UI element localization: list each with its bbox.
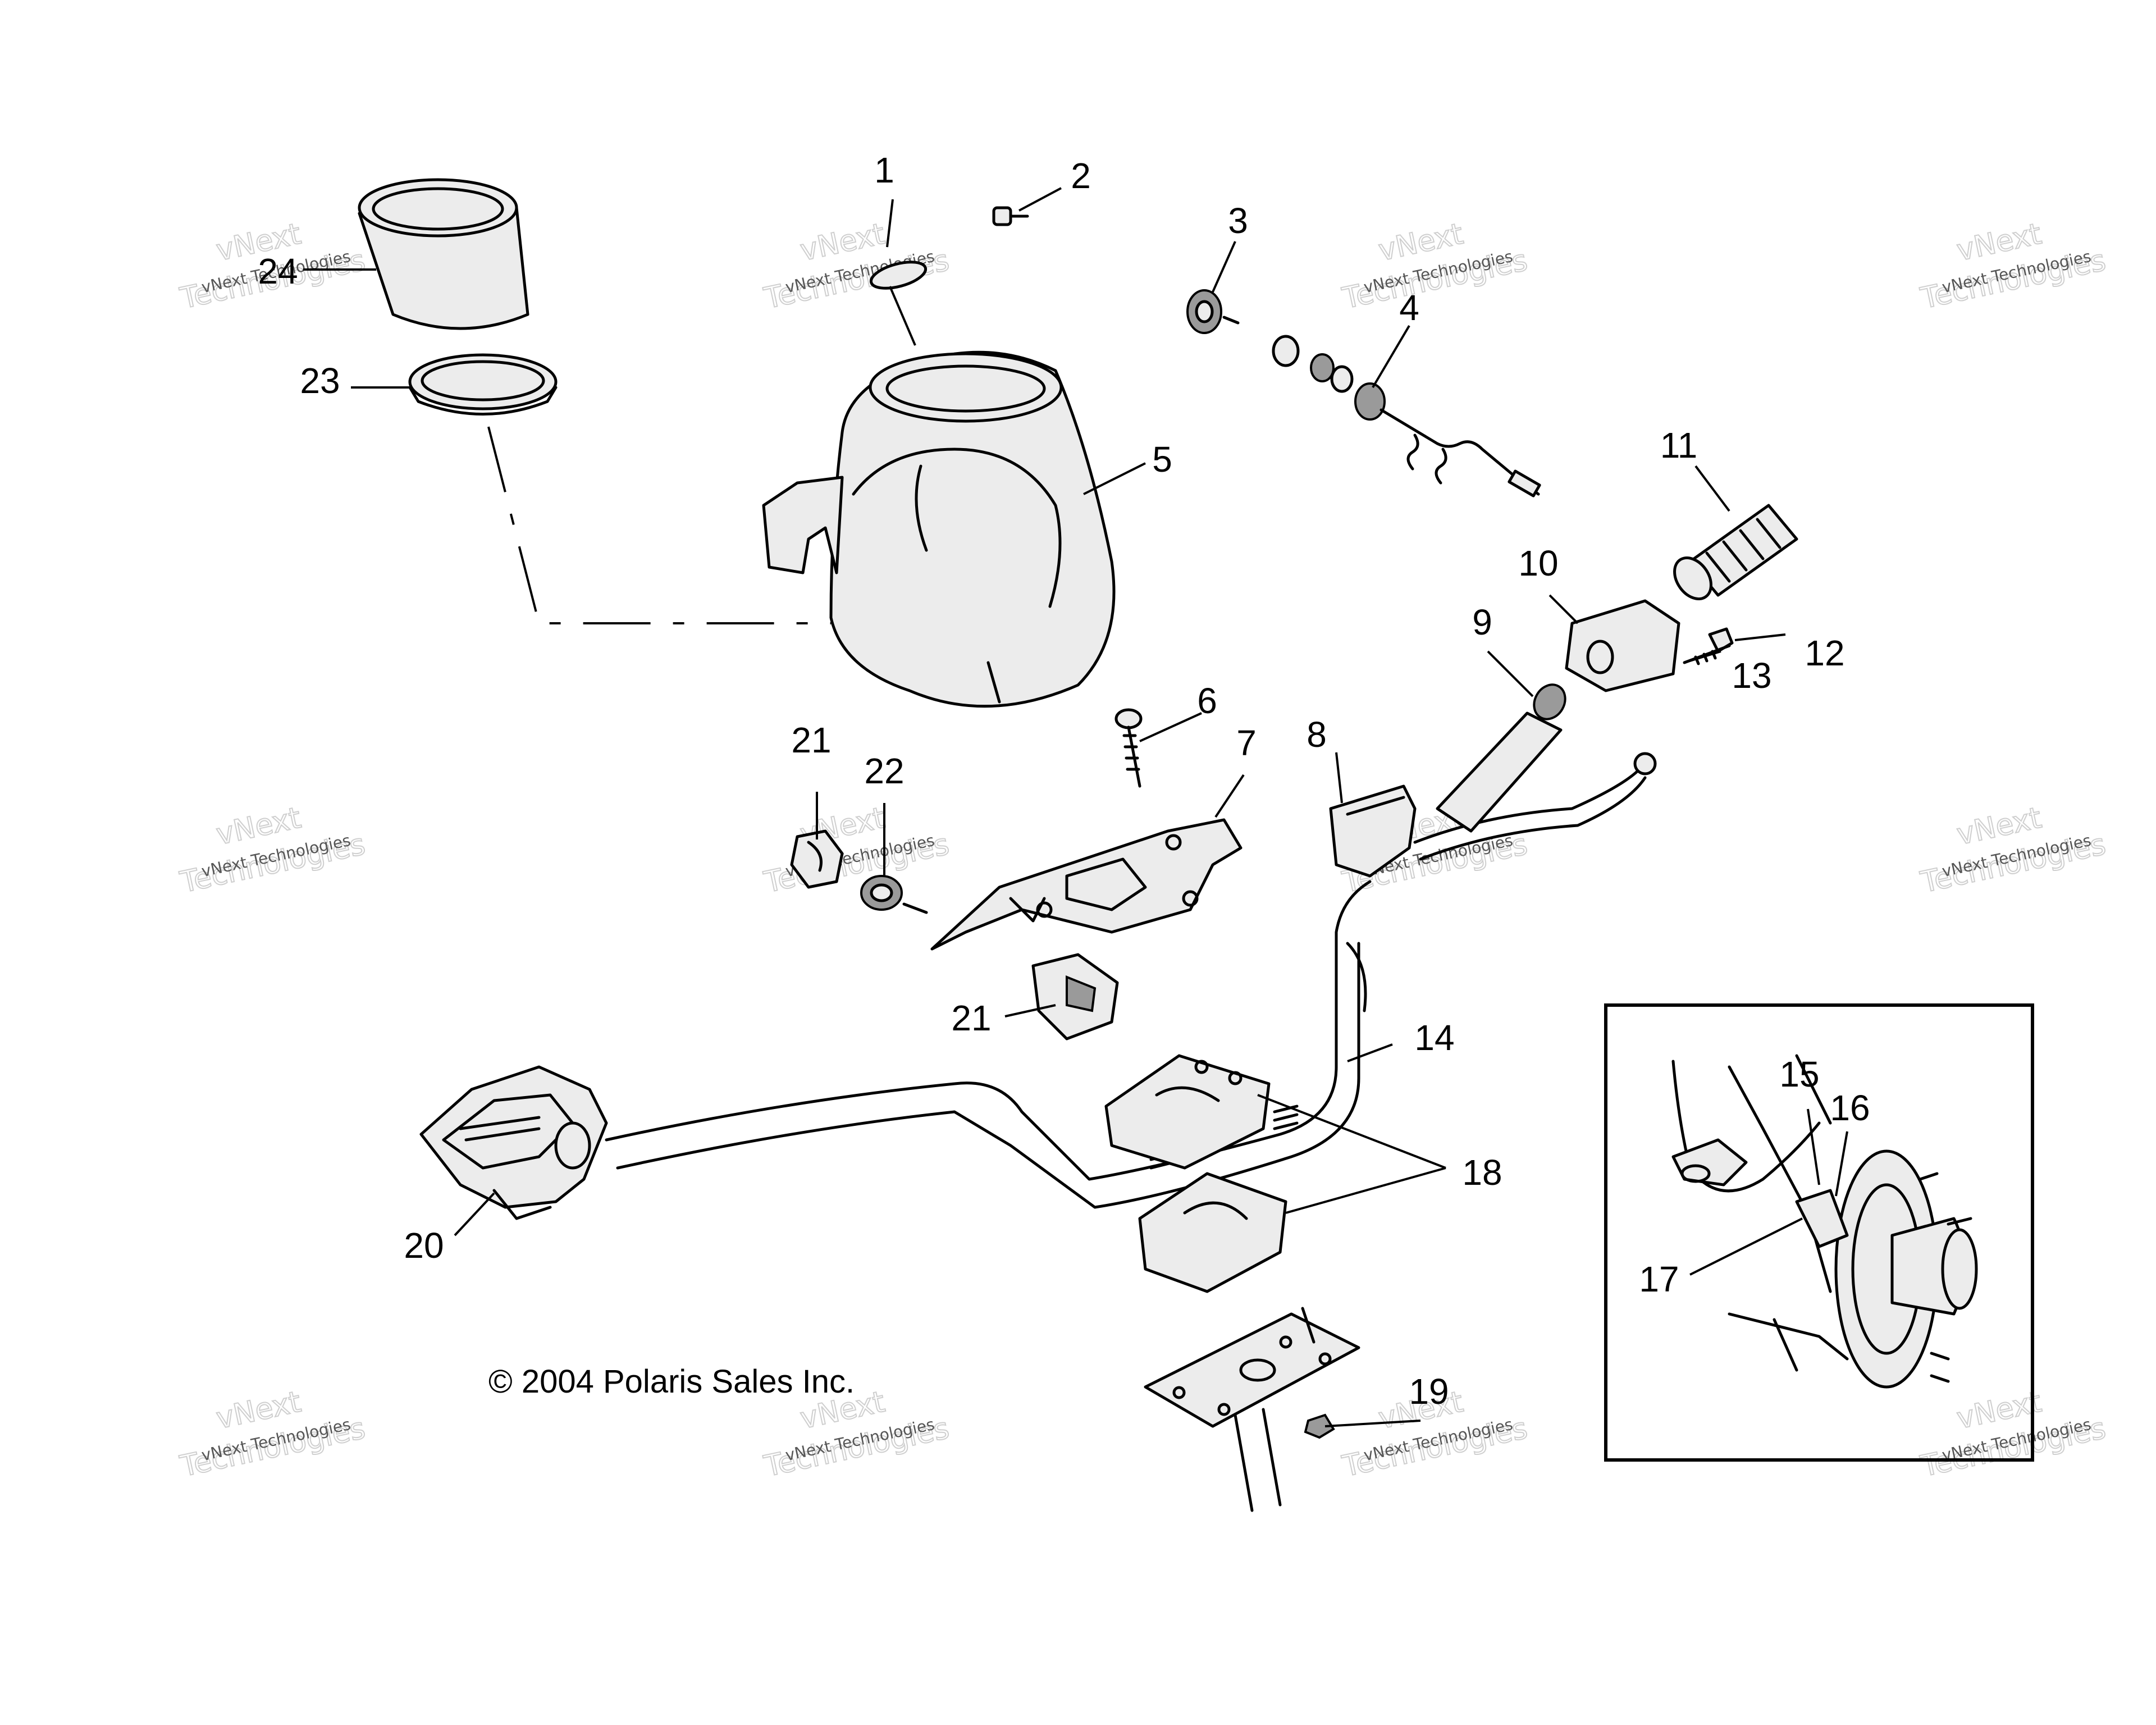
callout-14: 14 <box>1414 1017 1454 1058</box>
part-8-master-cylinder <box>1329 752 1657 878</box>
callout-3: 3 <box>1228 200 1248 241</box>
callout-4: 4 <box>1399 288 1419 328</box>
watermark-bottom-left: vNext Technologies vNext Technologies <box>176 1385 368 1485</box>
callout-6: 6 <box>1197 681 1217 721</box>
part-10-throttle-housing <box>1565 599 1680 692</box>
callout-9: 9 <box>1472 602 1492 642</box>
part-14-handlebar <box>605 880 1372 1209</box>
part-21-switch-upper <box>790 829 844 889</box>
part-20-control-housing <box>419 1065 608 1220</box>
watermark-mid-right: vNext Technologies vNext Technologies <box>1917 801 2109 901</box>
part-1-lens <box>869 261 928 290</box>
callout-10: 10 <box>1518 543 1558 583</box>
assembly-line-23-to-5 <box>487 426 831 624</box>
callout-17: 17 <box>1639 1259 1679 1299</box>
callout-8: 8 <box>1307 714 1327 755</box>
callout-21-lower: 21 <box>951 998 991 1038</box>
callout-labels: 1 2 3 4 5 6 7 8 9 10 11 12 13 14 15 16 1… <box>258 150 1870 1412</box>
callout-1: 1 <box>874 150 894 190</box>
callout-13: 13 <box>1732 655 1771 696</box>
part-21-switch-lower <box>1031 953 1119 1041</box>
callout-24: 24 <box>258 251 298 291</box>
watermark-mid-left: vNext Technologies vNext Technologies <box>176 801 368 901</box>
leader-lines <box>303 187 1848 1427</box>
part-6-bolt <box>1114 708 1143 788</box>
watermark-top-right: vNext Technologies vNext Technologies <box>1917 217 2109 317</box>
part-2-screw <box>992 206 1029 226</box>
part-18-clamp-upper <box>1104 1054 1271 1170</box>
callout-21-upper: 21 <box>791 720 831 760</box>
part-23-ring <box>408 353 558 416</box>
watermark-bottom-right: vNext Technologies vNext Technologies <box>1917 1385 2109 1485</box>
part-24-sleeve <box>358 178 529 330</box>
callout-11: 11 <box>1660 425 1697 466</box>
copyright-text: © 2004 Polaris Sales Inc. <box>488 1363 855 1400</box>
inset-brake-detail <box>1604 1003 2034 1462</box>
callout-22: 22 <box>864 751 904 791</box>
callout-19: 19 <box>1409 1371 1449 1412</box>
part-7-plate <box>930 818 1243 951</box>
watermark-mid-center: vNext Technologies vNext Technologies <box>760 801 952 901</box>
callout-20: 20 <box>404 1225 444 1266</box>
part-3-nut <box>1186 289 1240 334</box>
callout-18: 18 <box>1462 1152 1502 1193</box>
callout-23: 23 <box>300 360 340 401</box>
callout-5: 5 <box>1152 439 1172 480</box>
part-22-nut <box>860 875 928 914</box>
watermark-top-mid: vNext Technologies vNext Technologies <box>760 217 952 317</box>
part-11-grip <box>1673 504 1798 600</box>
callout-15: 15 <box>1779 1054 1819 1094</box>
part-5-nacelle <box>762 350 1116 708</box>
callout-7: 7 <box>1236 723 1257 763</box>
part-9-grip-sleeve <box>1436 683 1566 833</box>
callout-16: 16 <box>1830 1088 1870 1128</box>
part-19-base-plate <box>1144 1307 1360 1512</box>
callout-12: 12 <box>1805 633 1844 673</box>
watermark-top-right-mid: vNext Technologies vNext Technologies <box>1339 217 1531 317</box>
part-18-clamp-lower <box>1138 1172 1287 1293</box>
part-4-cable-assembly <box>1272 335 1541 498</box>
callout-2: 2 <box>1071 156 1091 196</box>
